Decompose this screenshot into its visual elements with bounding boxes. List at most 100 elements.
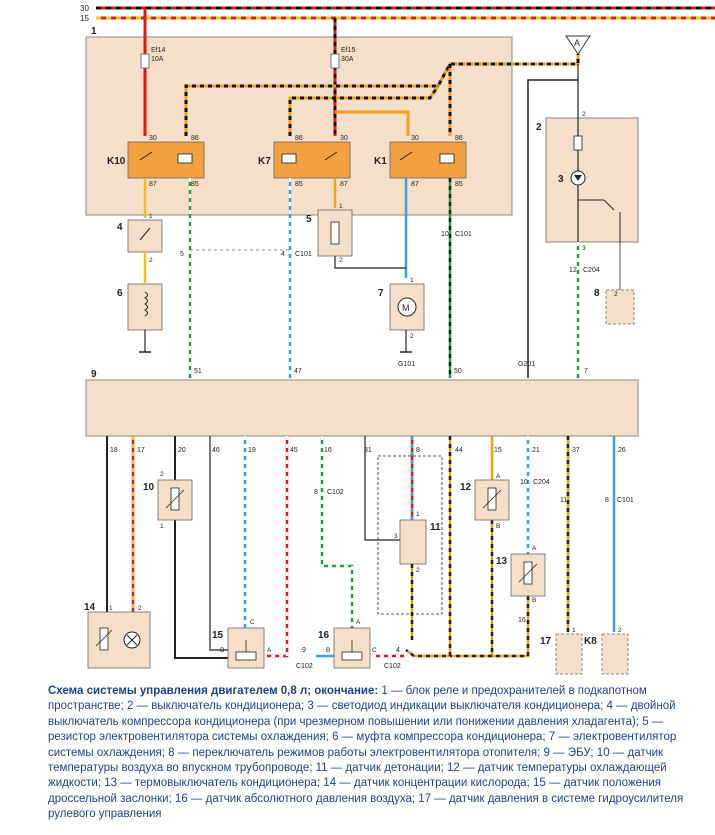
relay-k1-pin-87: 87 (411, 181, 419, 188)
connector-labels: C101 C101 C102 C204 C101 C102 C102 (295, 231, 634, 670)
relay-feed-wires (184, 54, 580, 136)
pin-mark: 1 (109, 605, 113, 612)
ecu-bottom-pin: 15 (494, 447, 502, 454)
antenna-icon: A (565, 35, 591, 55)
unit-label-2: 2 (536, 122, 542, 133)
pin-mark: C (250, 619, 255, 626)
relay-k1-pin-30: 30 (411, 135, 419, 142)
unit-label-14: 14 (84, 602, 96, 613)
relay-k7-pin-85: 85 (295, 181, 303, 188)
pin-mark: 1 (572, 627, 576, 634)
ecu-bottom-pin: 45 (290, 447, 298, 454)
power-bus-30: 30 (80, 4, 715, 13)
connector-c102-1: C102 (327, 489, 344, 496)
ecu-bottom-pin: 46 (212, 447, 220, 454)
ecu-bottom-pin: 20 (178, 447, 186, 454)
ecu-bottom-pin: 19 (248, 447, 256, 454)
relay-k1-pin-86: 86 (455, 135, 463, 142)
ac-thermo-switch: 13 (496, 553, 546, 597)
relay-k10-pin-30: 30 (149, 135, 157, 142)
unit-label-4: 4 (117, 222, 123, 233)
relay-k7: K7 86 30 85 87 (258, 135, 351, 188)
unit-label-13: 13 (496, 556, 508, 567)
ecu-bottom-pin: 8 (416, 447, 420, 454)
relay-k1-pin-85: 85 (455, 181, 463, 188)
wire-label: 10 (520, 479, 528, 486)
coolant-temp-sensor: 12 (460, 479, 510, 521)
pin-mark: C (372, 647, 377, 654)
unit-label-12: 12 (460, 482, 472, 493)
fuse-ef15-rating: 30A (341, 56, 354, 63)
pin-mark: 2 (138, 605, 142, 612)
fuse-ef14-rating: 10A (151, 56, 164, 63)
fuse-ef14-id: Ef14 (151, 47, 166, 54)
unit-label-16: 16 (318, 630, 330, 641)
pin-mark: 1 (160, 523, 164, 530)
ground-g201-wire: G201 (518, 79, 578, 378)
pin-mark: A (532, 545, 537, 552)
wire-label: 11 (560, 497, 567, 504)
unit-label-7: 7 (378, 288, 384, 299)
wire-label: 4 (396, 647, 400, 654)
knock-sensor: 11 (377, 455, 443, 640)
pin-mark: 1 (149, 213, 153, 220)
connector-c101-1: C101 (295, 251, 312, 258)
fuse-ef15-id: Ef15 (341, 47, 356, 54)
ecu-top-pin-51: 51 (194, 368, 202, 375)
ground-g101: G101 (398, 361, 415, 368)
relay-k1-name: K1 (374, 156, 387, 167)
pin-mark: 2 (410, 333, 414, 340)
wiring-diagram: 30 15 1 A Ef14 10A Ef15 30A (80, 4, 715, 675)
relay-output-wires (143, 178, 452, 378)
wire-label: 10 (441, 231, 449, 238)
ecu-top-pin-7: 7 (584, 368, 588, 375)
caption-title: Схема системы управления двигателем 0,8 … (48, 685, 379, 697)
heater-fan-mode-switch: 8 (594, 288, 635, 325)
pin-mark: 2 (416, 567, 420, 574)
connector-c101-2: C101 (455, 231, 472, 238)
ecu-bottom-pin: 16 (324, 447, 332, 454)
pin-markers: 1 2 1 2 1 2 2 3 2 1 2 1 2 3 A B A B C B … (109, 111, 622, 654)
ac-compressor-pressure-switch: 4 (117, 219, 163, 283)
ecu-top-pin-47: 47 (294, 368, 302, 375)
ecu-bottom-pin: 26 (618, 447, 626, 454)
figure-caption: Схема системы управления двигателем 0,8 … (48, 684, 688, 823)
unit-label-8: 8 (594, 288, 600, 299)
ecu-bottom-pin: 17 (137, 447, 145, 454)
ac-switch: 2 3 C204 (536, 64, 639, 378)
wire-label: 12 (569, 267, 577, 274)
wire-label: 5 (180, 251, 184, 258)
pin-mark: 1 (410, 277, 414, 284)
wire-number-labels: 5 4 10 12 8 10 11 8 9 4 16 (180, 231, 609, 654)
bus-label-15: 15 (80, 14, 89, 23)
unit-label-15: 15 (212, 630, 224, 641)
connector-c204-2: C204 (533, 479, 550, 486)
connector-c102-3: C102 (384, 663, 401, 670)
unit-label-1: 1 (91, 26, 97, 37)
relay-k1: K1 30 86 87 85 (374, 135, 467, 188)
ecu-top-pin-50: 50 (454, 368, 462, 375)
cooling-fan-resistor: 5 (306, 209, 406, 269)
relay-k7-pin-87: 87 (340, 181, 348, 188)
fuse-ef15: Ef15 30A (330, 18, 356, 136)
unit-label-17: 17 (540, 636, 552, 647)
pin-mark: 3 (394, 533, 398, 540)
relay-k10-pin-86: 86 (191, 135, 199, 142)
fuse-ef14: Ef14 10A (140, 8, 166, 136)
pin-mark: B (532, 597, 536, 604)
ecu-bottom-pin: 44 (455, 447, 463, 454)
relay-k10-pin-85: 85 (191, 181, 199, 188)
wire-label: 9 (302, 647, 306, 654)
pin-mark: B (326, 647, 330, 654)
pin-mark: 2 (582, 111, 586, 118)
connector-c101-3: C101 (617, 497, 634, 504)
ecu-bottom-pin: 31 (364, 447, 372, 454)
relay-k7-pin-30: 30 (340, 135, 348, 142)
pin-mark: 2 (160, 471, 164, 478)
ecu-output-wires (106, 436, 616, 659)
oxygen-sensor: 14 (84, 602, 151, 669)
wire-label: 8 (605, 497, 609, 504)
map-sensor: 16 (318, 627, 371, 669)
relay-k10-name: K10 (107, 156, 126, 167)
